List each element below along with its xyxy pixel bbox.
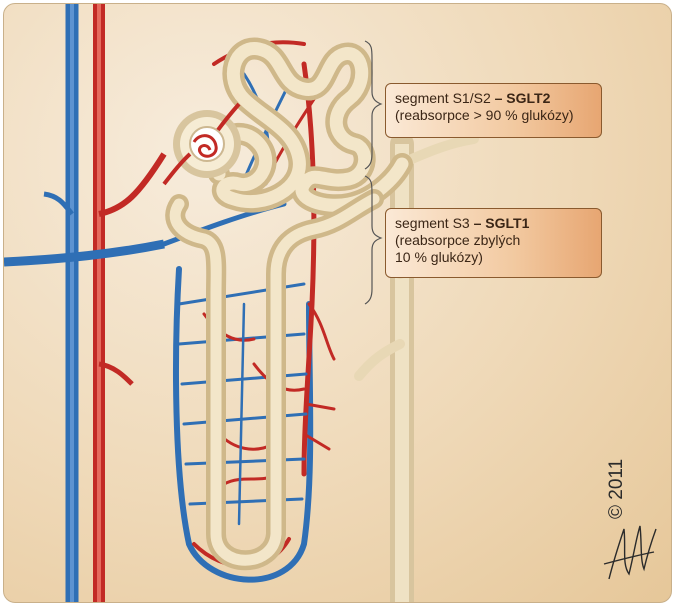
copyright-notice: © 2011 <box>606 458 627 519</box>
segment-label: segment S3 <box>395 215 470 231</box>
transporter-label: – SGLT1 <box>473 215 530 231</box>
proximal-tubule <box>204 37 413 217</box>
illustration-frame: segment S1/S2 – SGLT2 (reabsorpce > 90 %… <box>3 3 672 603</box>
capillary-network <box>161 40 336 583</box>
artist-signature <box>603 525 657 580</box>
transporter-label: – SGLT2 <box>494 90 551 106</box>
reabsorption-detail-line2: 10 % glukózy) <box>395 249 483 265</box>
segment-label: segment S1/S2 <box>395 90 491 106</box>
large-vessels <box>4 4 167 602</box>
reabsorption-detail: (reabsorpce > 90 % glukózy) <box>395 107 574 123</box>
callout-segment-s1-s2: segment S1/S2 – SGLT2 (reabsorpce > 90 %… <box>385 83 602 138</box>
reabsorption-detail-line1: (reabsorpce zbylých <box>395 232 521 248</box>
callout-segment-s3: segment S3 – SGLT1 (reabsorpce zbylých 1… <box>385 208 602 278</box>
nephron-illustration <box>4 4 657 602</box>
segment-brackets <box>364 40 383 305</box>
loop-of-henle <box>165 189 384 571</box>
glomerulus <box>162 102 241 186</box>
